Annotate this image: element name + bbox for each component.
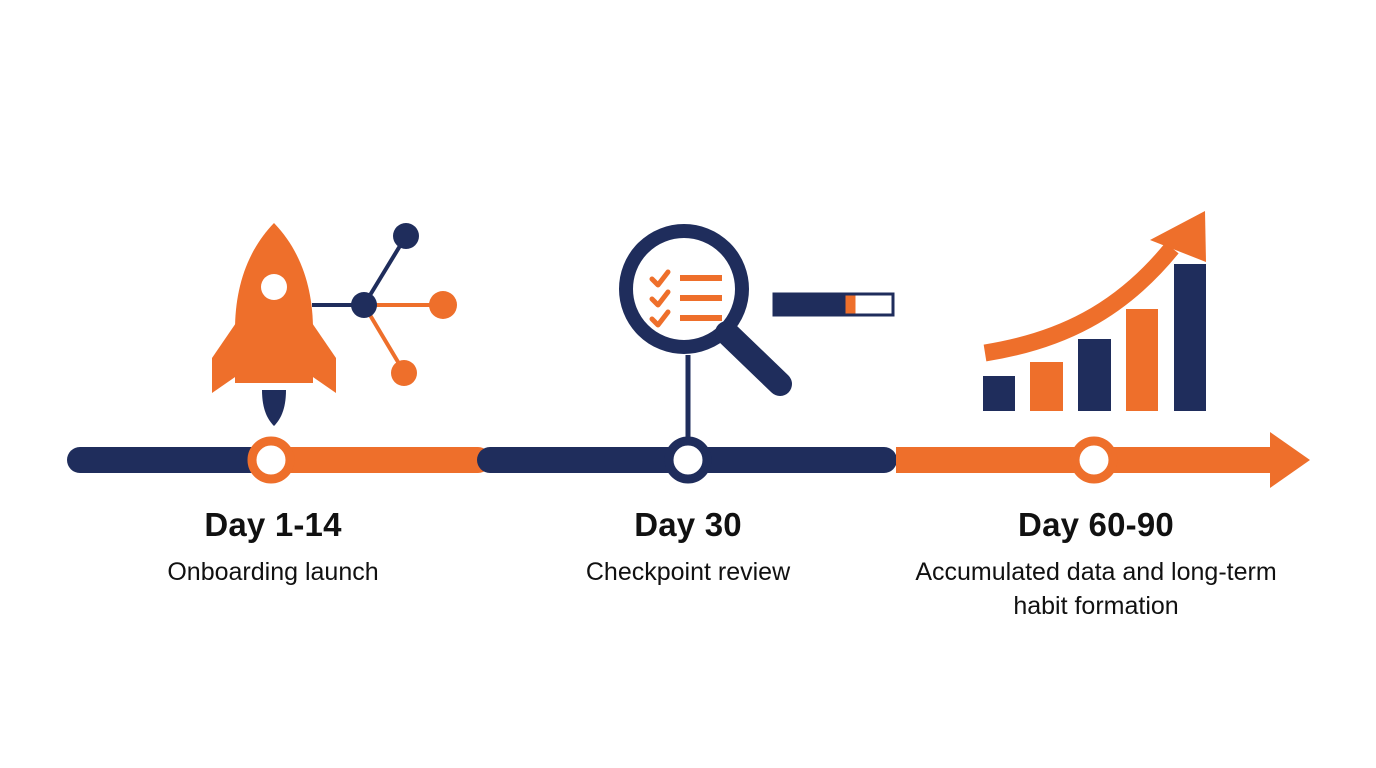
milestone-node-3 xyxy=(1070,436,1118,484)
milestone-3: Day 60-90 Accumulated data and long-term… xyxy=(886,505,1306,623)
milestone-description: Accumulated data and long-term habit for… xyxy=(915,558,1277,620)
milestone-node-2 xyxy=(664,436,712,484)
milestone-description: Checkpoint review xyxy=(585,558,791,586)
timeline-arrowhead xyxy=(1270,432,1310,488)
milestone-title: Day 60-90 xyxy=(1018,506,1174,543)
milestone-1: Day 1-14 Onboarding launch xyxy=(63,505,483,589)
milestone-title: Day 30 xyxy=(634,506,742,543)
rocket-network-icon xyxy=(212,223,457,426)
milestone-node-1 xyxy=(247,436,295,484)
milestone-description: Onboarding launch xyxy=(167,558,379,586)
magnifier-checklist-icon xyxy=(619,224,895,441)
milestone-2: Day 30 Checkpoint review xyxy=(478,505,898,589)
milestone-title: Day 1-14 xyxy=(204,506,342,543)
growth-bar-chart-icon xyxy=(983,211,1206,411)
